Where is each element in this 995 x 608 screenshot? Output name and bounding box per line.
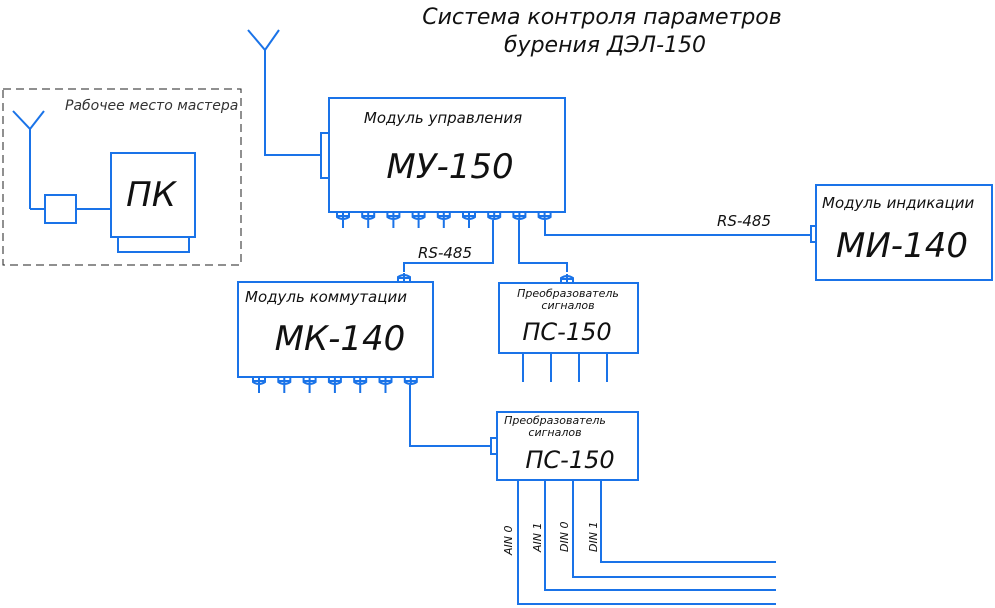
- converter-bottom-caption-line2: сигналов: [528, 426, 581, 439]
- control-module-caption: Модуль управления: [364, 109, 522, 127]
- switching-module-connectors: [252, 377, 418, 393]
- wire-mu-to-ps-top: [518, 220, 568, 272]
- converter-top-input-connector: [560, 274, 574, 283]
- control-module-connector: [411, 212, 426, 228]
- converter-top-caption-line1: Преобразователь: [517, 287, 619, 300]
- converter-bottom-input-port: [490, 437, 498, 455]
- control-module-connector: [361, 212, 376, 228]
- workstation-label: Рабочее место мастера: [65, 98, 238, 114]
- wire-mk-to-ps-bottom: [409, 385, 490, 447]
- control-module-name: МУ-150: [386, 147, 513, 187]
- converter-top-name: ПС-150: [522, 318, 611, 346]
- pc-box: [110, 152, 196, 238]
- converter-top-input-plug: [560, 274, 574, 283]
- switching-module-connector: [277, 377, 292, 393]
- signal-label-din1: DIN 1: [587, 522, 600, 552]
- control-module-connector: [537, 212, 552, 220]
- switching-module-connector: [378, 377, 393, 393]
- signal-label-din0: DIN 0: [558, 522, 571, 552]
- pc-stand: [117, 235, 190, 253]
- wire-mu-to-mk: [403, 220, 494, 272]
- signal-line-ain0: [517, 480, 776, 605]
- bus-label-mk: RS-485: [418, 244, 472, 262]
- signal-lines: [517, 480, 776, 605]
- workstation-group: Рабочее место мастера ПК: [2, 88, 242, 266]
- control-module-connector: [336, 212, 350, 228]
- control-module-connector: [487, 212, 502, 220]
- control-module-box: [328, 97, 566, 213]
- converter-top-box: [498, 282, 639, 354]
- switching-module-caption: Модуль коммутации: [245, 288, 407, 306]
- signal-line-din1: [600, 480, 776, 563]
- switching-module-input-connector: [397, 273, 411, 282]
- diagram-title-line1: Система контроля параметров: [422, 5, 782, 30]
- control-module-connector: [512, 212, 527, 220]
- converter-bottom-caption-line1: Преобразователь: [504, 414, 606, 427]
- signal-line-ain1: [544, 480, 776, 591]
- switching-module-connector: [327, 377, 342, 393]
- converter-bottom: Преобразователь сигналов ПС-150: [490, 411, 639, 481]
- converter-bottom-name: ПС-150: [525, 446, 614, 474]
- pc-label: ПК: [126, 175, 178, 215]
- diagram-title-line2: бурения ДЭЛ-150: [504, 33, 706, 58]
- wire-mu-to-mi: [544, 220, 811, 236]
- signal-label-ain0: AIN 0: [502, 526, 515, 557]
- converter-bottom-box: [496, 411, 639, 481]
- modem-box: [44, 194, 77, 224]
- signal-line-din0: [572, 480, 776, 578]
- converter-top-caption-line2: сигналов: [541, 299, 594, 312]
- signal-label-ain1: AIN 1: [531, 523, 544, 554]
- workstation-frame: [2, 88, 242, 266]
- converter-top-outputs: [522, 353, 608, 382]
- control-module-connector: [462, 212, 476, 228]
- switching-module-connector: [353, 377, 368, 393]
- indication-module-caption: Модуль индикации: [822, 194, 974, 212]
- workstation-antenna-icon: [12, 110, 45, 209]
- bus-label-mi: RS-485: [717, 212, 771, 230]
- converter-top: Преобразователь сигналов ПС-150: [498, 274, 639, 382]
- control-module-connectors: [336, 212, 552, 228]
- switching-module-name: МК-140: [275, 319, 406, 359]
- indication-module-box: [815, 184, 993, 281]
- switching-module-box: [237, 281, 434, 378]
- switching-module-connector: [403, 377, 418, 385]
- indication-module: Модуль индикации МИ-140: [810, 184, 993, 281]
- control-module: Модуль управления МУ-150: [320, 97, 566, 228]
- control-module-antenna-port: [320, 132, 330, 179]
- control-module-antenna-icon: [247, 29, 320, 156]
- control-module-connector: [436, 212, 451, 228]
- switching-module-input-plug: [397, 273, 411, 282]
- switching-module: Модуль коммутации МК-140: [237, 273, 434, 393]
- control-module-connector: [386, 212, 401, 228]
- indication-module-name: МИ-140: [836, 226, 968, 266]
- switching-module-connector: [302, 377, 317, 393]
- indication-module-port: [810, 225, 817, 243]
- switching-module-connector: [252, 377, 266, 393]
